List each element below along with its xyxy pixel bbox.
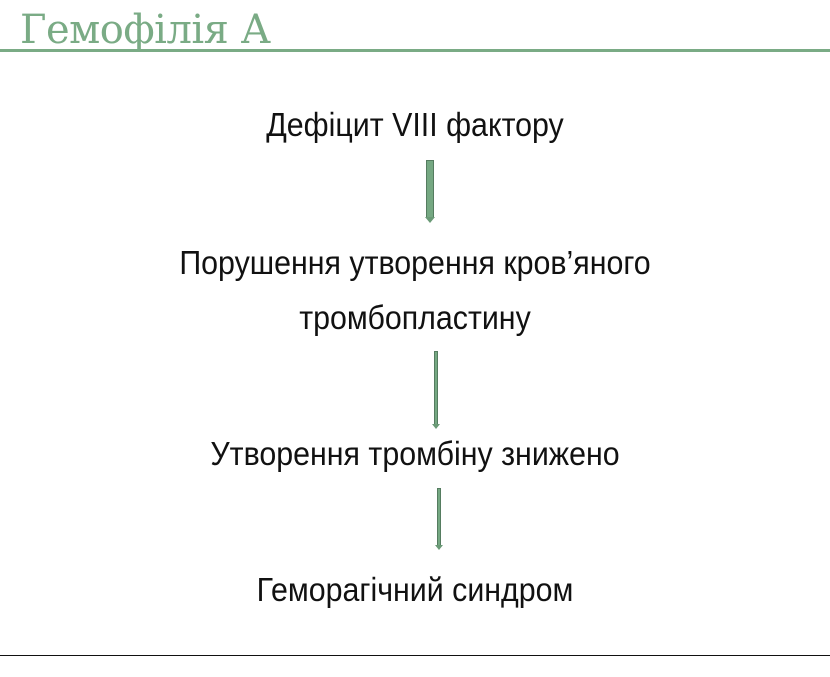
flow-step-3: Утворення тромбіну знижено [210, 435, 620, 472]
title-underline [0, 49, 830, 52]
down-arrow-icon [425, 160, 435, 224]
flow-step-4: Геморагічний синдром [256, 571, 574, 608]
down-arrow-icon [431, 351, 441, 430]
flow-step-2-line-1: Порушення утворення кров’яного [179, 244, 651, 281]
slide-title: Гемофілія А [20, 7, 271, 53]
flow-step-1: Дефіцит VIII фактору [266, 106, 564, 143]
down-arrow-icon [434, 488, 444, 551]
flow-step-2-line-2: тромбопластину [299, 299, 531, 336]
footer-divider [0, 655, 830, 656]
